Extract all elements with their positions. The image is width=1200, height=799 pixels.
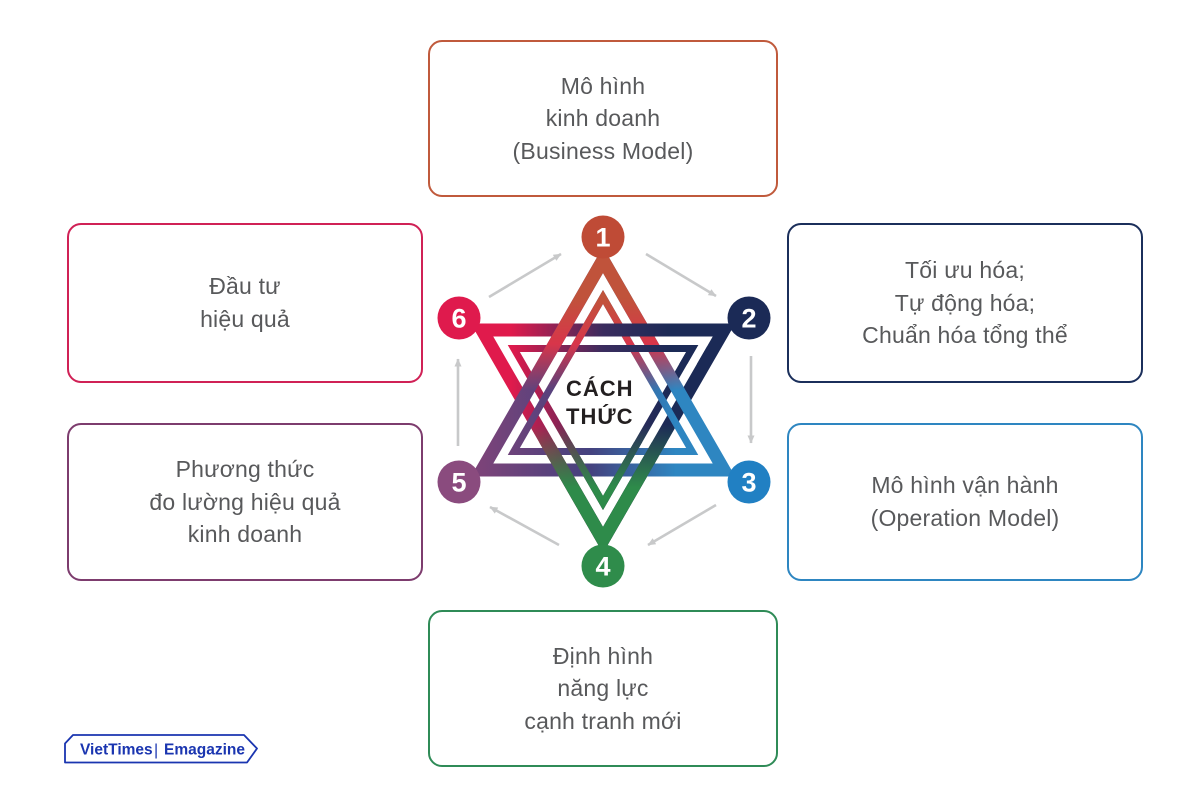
info-box-measurement: Phương thức đo lường hiệu quả kinh doanh: [67, 423, 423, 581]
node-number-5: 5: [451, 468, 466, 498]
info-box-label: Mô hình vận hành (Operation Model): [870, 472, 1060, 531]
center-label-line2: THỨC: [566, 404, 633, 429]
node-number-6: 6: [451, 304, 466, 334]
node-number-3: 3: [741, 468, 756, 498]
flow-arrow-4-to-5: [489, 505, 560, 547]
node-number-4: 4: [595, 552, 610, 582]
flow-arrows: [454, 252, 755, 547]
step-nodes: 1 2 3 4 5 6: [437, 215, 771, 588]
info-box-label: Định hình năng lực cạnh tranh mới: [524, 642, 682, 734]
node-circle-4: [581, 544, 625, 588]
flow-arrow-1-to-2: [645, 252, 717, 298]
info-box-business-model: Mô hình kinh doanh (Business Model): [428, 40, 778, 197]
info-box-label: Đầu tư hiệu quả: [200, 273, 290, 332]
center-label: CÁCH THỨC: [566, 376, 634, 429]
node-circle-3: [727, 460, 771, 504]
info-box-label: Tối ưu hóa; Tự động hóa; Chuẩn hóa tổng …: [862, 257, 1068, 349]
info-box-investment: Đầu tư hiệu quả: [67, 223, 423, 383]
logo-brand-text: VietTimes: [80, 742, 153, 759]
node-circle-1: [581, 215, 625, 259]
hexagram-down-triangle: [470, 323, 736, 554]
logo-banner-shape: [64, 734, 258, 764]
info-box-operation-model: Mô hình vận hành (Operation Model): [787, 423, 1143, 581]
flow-arrow-6-to-1: [488, 252, 562, 299]
logo-magazine-text: Emagazine: [164, 742, 245, 759]
node-number-2: 2: [741, 304, 756, 334]
viettimes-logo: VietTimes | Emagazine: [64, 734, 258, 764]
node-circle-5: [437, 460, 481, 504]
node-circle-6: [437, 296, 481, 340]
logo-separator: |: [154, 742, 158, 759]
center-label-line1: CÁCH: [566, 376, 634, 401]
node-number-1: 1: [595, 223, 610, 253]
flow-arrow-3-to-4: [647, 503, 717, 547]
info-box-label: Mô hình kinh doanh (Business Model): [512, 72, 694, 164]
info-box-competitiveness: Định hình năng lực cạnh tranh mới: [428, 610, 778, 767]
info-box-label: Phương thức đo lường hiệu quả kinh doanh: [149, 456, 341, 548]
hexagram-up-triangle: [470, 246, 736, 477]
info-box-optimization: Tối ưu hóa; Tự động hóa; Chuẩn hóa tổng …: [787, 223, 1143, 383]
node-circle-2: [727, 296, 771, 340]
